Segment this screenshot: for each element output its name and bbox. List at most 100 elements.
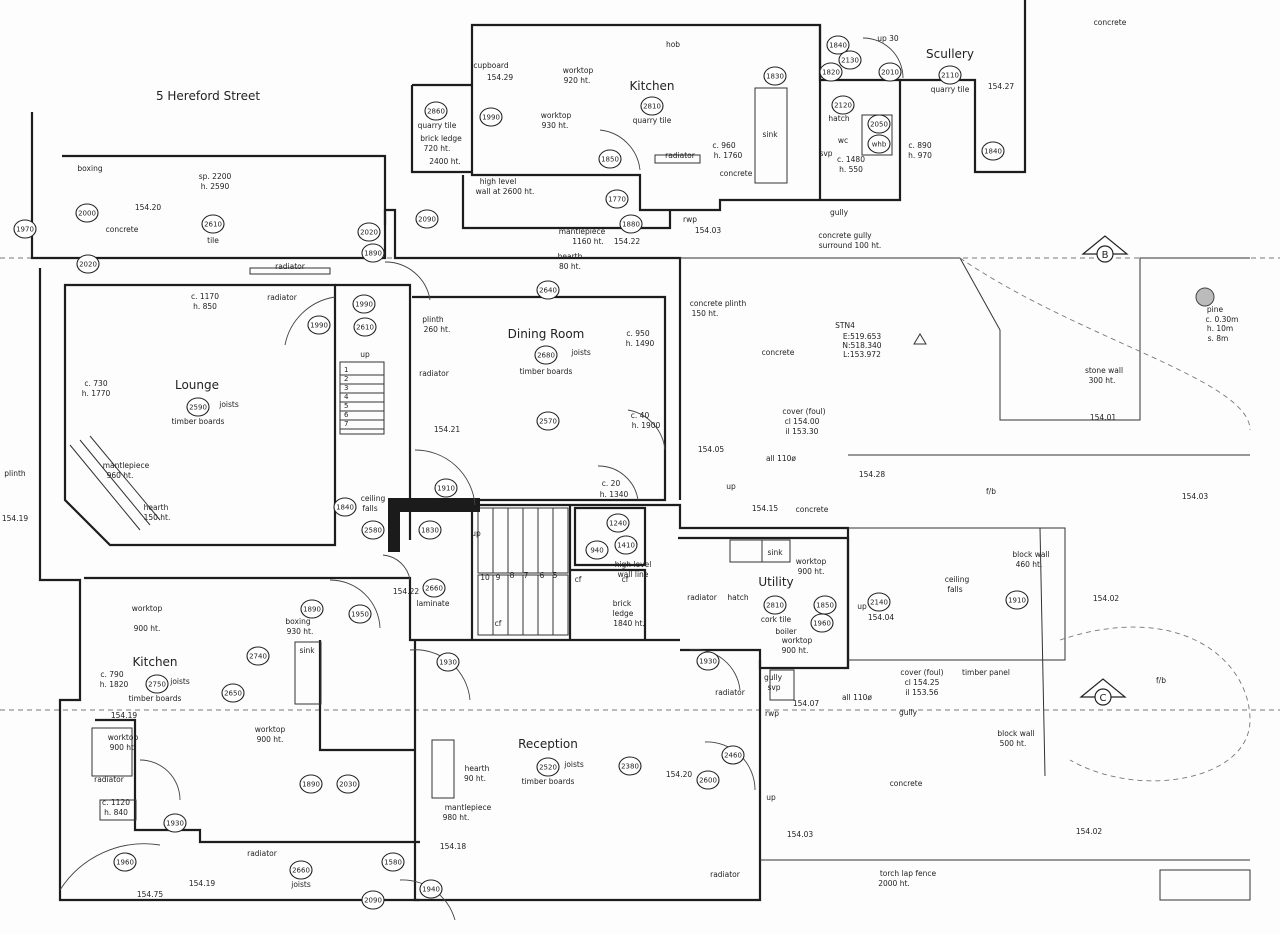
annotation-label: c. 950 [626, 329, 649, 338]
level-marker-value: 1940 [422, 886, 440, 894]
door-swing-kitchen-bottom [329, 579, 381, 629]
level-marker-value: 1910 [1008, 597, 1026, 605]
annotation-label: sink [299, 646, 315, 655]
section-lines [0, 257, 1280, 711]
annotation-label: 154.22 [614, 237, 640, 246]
level-marker-value: 1950 [351, 611, 369, 619]
annotation-label: up [726, 482, 736, 491]
utility-gully-box [769, 669, 795, 701]
level-marker: 1930 [696, 651, 720, 671]
level-marker: 1960 [113, 852, 137, 872]
annotation-label: 930 ht. [542, 121, 569, 130]
level-marker: 2520 [536, 757, 560, 777]
level-marker: 2000 [75, 203, 99, 223]
level-marker: 2600 [696, 770, 720, 790]
level-marker: 2050 [867, 114, 891, 134]
door-swing-back-kitchen [139, 759, 181, 801]
level-marker-value: 1990 [310, 322, 328, 330]
annotation-label: c. 730 [84, 379, 107, 388]
annotation-label: stone wall [1085, 366, 1123, 375]
room-name-kitchen_bottom: Kitchen [132, 655, 177, 669]
annotation-label: high level [480, 177, 517, 186]
annotation-label: radiator [247, 849, 278, 858]
annotation-label: 154.19 [189, 879, 215, 888]
yard-lines [680, 257, 1251, 901]
level-marker-value: 2460 [724, 752, 742, 760]
level-marker: 1830 [418, 520, 442, 540]
level-marker-value: 1840 [336, 504, 354, 512]
annotation-label: h. 1900 [632, 421, 661, 430]
annotation-label: 920 ht. [564, 76, 591, 85]
room-name-lounge: Lounge [175, 378, 219, 392]
kitchen-bottom-cooker [91, 727, 133, 777]
annotation-label: brick ledge [420, 134, 462, 143]
annotation-label: 90 ht. [464, 774, 486, 783]
level-marker-value: 2010 [881, 69, 899, 77]
annotation-label: quarry tile [418, 121, 457, 130]
wall-kitchen-bottom-top [84, 576, 680, 642]
level-marker: 2610 [201, 214, 225, 234]
annotation-label: wall at 2600 ht. [476, 187, 535, 196]
room-name-kitchen_top: Kitchen [629, 79, 674, 93]
stair-run-lounge [339, 361, 385, 435]
level-marker-value: 2050 [870, 121, 888, 129]
annotation-label: block wall [1012, 550, 1049, 559]
annotation-label: cf [495, 619, 502, 628]
annotation-label: joists [218, 400, 239, 409]
annotation-label: block wall [997, 729, 1034, 738]
annotation-label: STN4 [835, 321, 855, 330]
level-marker-value: 1970 [16, 226, 34, 234]
level-marker: 2460 [721, 745, 745, 765]
annotation-label: cf [575, 575, 582, 584]
annotation-label: hearth [465, 764, 490, 773]
wall-cupboard [573, 506, 647, 567]
annotation-label: c. 890 [908, 141, 931, 150]
annotation-label: up [857, 602, 867, 611]
annotation-label: 154.15 [752, 504, 778, 513]
level-marker: 2090 [415, 209, 439, 229]
level-marker: 1840 [826, 35, 850, 55]
yard-wall-east [680, 257, 1250, 421]
level-marker: 1970 [13, 219, 37, 239]
door-swing-reception-east [689, 649, 741, 691]
door-swing-stair [384, 261, 431, 301]
level-marker-value: 2000 [78, 210, 96, 218]
annotation-label: 720 ht. [424, 144, 451, 153]
annotation-label: 154.18 [440, 842, 466, 851]
annotation-label: radiator [275, 262, 306, 271]
annotation-label: all 110ø [842, 693, 872, 702]
room-name-reception: Reception [518, 737, 578, 751]
annotation-label: s. 8m [1208, 334, 1229, 343]
level-marker-value: 1930 [439, 659, 457, 667]
level-marker: 2680 [534, 345, 558, 365]
annotation-label: brick [613, 599, 632, 608]
annotation-label: gully [899, 708, 918, 717]
annotation-label: 154.28 [859, 470, 885, 479]
level-marker-value: 1840 [829, 42, 847, 50]
level-marker: 2030 [336, 774, 360, 794]
ceiling-falls-marker [388, 498, 480, 552]
annotation-label: 154.05 [698, 445, 724, 454]
annotation-label: quarry tile [633, 116, 672, 125]
annotation-label: 900 ht. [798, 567, 825, 576]
annotation-label: il 153.30 [786, 427, 819, 436]
kitchen-top-sink-unit [754, 87, 788, 184]
level-marker: 1990 [307, 315, 331, 335]
annotation-label: c. 960 [712, 141, 735, 150]
annotation-label: c. 1120 [102, 798, 130, 807]
level-marker-value: 1820 [822, 69, 840, 77]
level-marker: 1580 [381, 852, 405, 872]
level-marker: 2020 [357, 222, 381, 242]
annotation-label: 900 ht. [257, 735, 284, 744]
level-marker-value: 940 [590, 547, 603, 555]
wall-kitchen-top-annex [410, 83, 472, 174]
annotation-label: plinth [422, 315, 444, 324]
level-marker-value: 2020 [79, 261, 97, 269]
level-marker-value: 2740 [249, 653, 267, 661]
annotation-label: c. 790 [100, 670, 123, 679]
annotation-label: 80 ht. [559, 262, 581, 271]
level-marker-value: 2140 [870, 599, 888, 607]
wall-front-room [62, 154, 387, 225]
annotation-label: 5 [553, 571, 558, 580]
